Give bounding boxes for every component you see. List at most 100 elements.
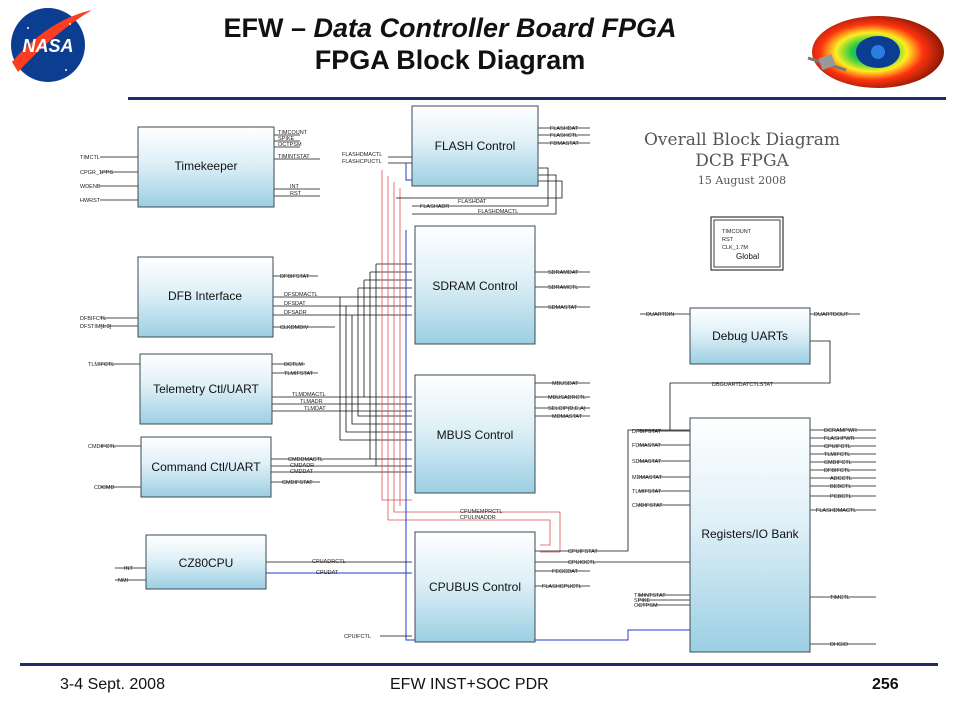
signal-label: MBUSADRCTL: [548, 395, 586, 401]
command-block: Command Ctl/UART: [140, 436, 272, 498]
signal-label: TIMCTL: [80, 155, 100, 161]
signal-label: TIMCOUNT: [278, 130, 308, 136]
signal-label: CPUMEMPRCTL: [460, 509, 502, 515]
overall-subtitle: DCB FPGA: [695, 151, 789, 171]
signal-label: DFBIFSTAT: [280, 274, 310, 280]
global-signal: TIMCOUNT: [722, 229, 752, 235]
debug-uarts-block: Debug UARTs: [689, 307, 811, 365]
signal-label: FLASHDMACTL: [342, 152, 382, 158]
global-signal: CLK_1.7M: [722, 245, 748, 251]
signal-label: DFSDMACTL: [284, 292, 318, 298]
signal-label: FLASHADR: [420, 204, 449, 210]
signal-label: CLKDMDIV: [280, 325, 309, 331]
signal-label: HWRST: [80, 198, 101, 204]
signal-label: FEGCDAT: [552, 569, 579, 575]
signal-label: TLMADR: [300, 399, 323, 405]
signal-label: DFSTIM[1:3]: [80, 324, 112, 330]
signal-labels: TIMCTL CPGR_1PPS WDENB HWRST TIMCOUNT SP…: [80, 126, 857, 648]
flash-control-block: FLASH Control: [411, 105, 539, 187]
signal-label: FLASHDMACTL: [478, 209, 518, 215]
footer-date: 3-4 Sept. 2008: [60, 676, 165, 693]
signal-label: SDMASTAT: [548, 305, 578, 311]
signal-label: BEBCTL: [830, 484, 851, 490]
signal-label: DUARTDOUT: [814, 312, 849, 318]
title-italic: Data Controller Board FPGA: [313, 13, 677, 43]
signal-label: MDMASTAT: [552, 414, 583, 420]
timekeeper-label: Timekeeper: [175, 159, 238, 173]
signal-label: TLMIFSTAT: [284, 371, 314, 377]
signal-label: CPUDAT: [316, 570, 339, 576]
signal-label: INT: [124, 566, 134, 572]
signal-label: PCBCTL: [830, 494, 852, 500]
signal-label: TLMIFSTAT: [632, 489, 662, 495]
nasa-logo: NASA: [11, 8, 92, 82]
signal-label: DCRAMPWR: [824, 428, 857, 434]
cpubus-control-block: CPUBUS Control: [414, 531, 536, 643]
header-rule: [128, 97, 946, 100]
signal-label: FDMASTAT: [550, 141, 579, 147]
wires: [100, 127, 876, 645]
signal-label: FDMASTAT: [632, 443, 661, 449]
signal-label: MBUSDAT: [552, 381, 579, 387]
mbus-control-block: MBUS Control: [414, 374, 536, 494]
signal-label: CPUADRCTL: [312, 559, 346, 565]
cpubus-control-label: CPUBUS Control: [429, 580, 521, 594]
radiation-belt-image: [807, 16, 944, 88]
signal-label: SDMASTAT: [632, 459, 662, 465]
telemetry-block: Telemetry Ctl/UART: [139, 353, 273, 425]
signal-label: CPUIFCTL: [824, 444, 851, 450]
signal-label: FLASHCTL: [550, 133, 578, 139]
signal-label: DFBIFCTL: [824, 468, 850, 474]
signal-label: SDRAMDAT: [548, 270, 579, 276]
flash-control-label: FLASH Control: [435, 139, 516, 153]
overall-date: 15 August 2008: [698, 174, 786, 187]
footer-page-number: 256: [872, 676, 899, 693]
signal-label: TIMINTSTAT: [278, 154, 310, 160]
signal-label: FLASHDAT: [458, 199, 487, 205]
registers-io-block: Registers/IO Bank: [689, 417, 811, 653]
nasa-logo-text: NASA: [22, 36, 73, 56]
signal-label: DFSDAT: [284, 301, 306, 307]
signal-label: DHGIO: [830, 642, 849, 648]
signal-label: FLASHDMACTL: [816, 508, 856, 514]
cz80cpu-block: CZ80CPU: [145, 534, 267, 590]
signal-label: CMDIFSTAT: [282, 480, 313, 486]
signal-label: MDMASTAT: [632, 475, 663, 481]
signal-label: CMDIFSTAT: [632, 503, 663, 509]
signal-label: DFBIFCTL: [80, 316, 106, 322]
signal-label: CMDIFCTL: [824, 460, 852, 466]
signal-label: CPUIOCTL: [568, 560, 596, 566]
signal-label: CMDIFCTL: [88, 444, 116, 450]
signal-label: WDENB: [80, 184, 101, 190]
slide-title: EFW – Data Controller Board FPGA: [140, 12, 760, 44]
global-box: TIMCOUNT RST CLK_1.7M Global: [710, 216, 784, 271]
signal-label: SELCIP(D,E,A): [548, 406, 586, 412]
signal-label: TLMIFCTL: [824, 452, 850, 458]
footer-center: EFW INST+SOC PDR: [390, 676, 549, 693]
signal-label: OCTPSM: [278, 142, 302, 148]
signal-label: FLASHCPUCTL: [542, 584, 582, 590]
signal-label: TIMCTL: [830, 595, 850, 601]
signal-label: DFBIFSTAT: [632, 429, 662, 435]
signal-label: TLMDAT: [304, 406, 326, 412]
signal-label: DFSADR: [284, 310, 307, 316]
debug-uarts-label: Debug UARTs: [712, 329, 788, 343]
signal-label: SDRAMCTL: [548, 285, 578, 291]
signal-label: FLASHCPUCTL: [342, 159, 382, 165]
mbus-control-label: MBUS Control: [437, 428, 514, 442]
global-label: Global: [736, 252, 759, 261]
dfb-interface-label: DFB Interface: [168, 289, 242, 303]
timekeeper-block: Timekeeper: [137, 126, 275, 208]
signal-label: CPUIFSTAT: [568, 549, 598, 555]
signal-label: DCTLM: [284, 362, 303, 368]
signal-label: SPIKE: [278, 136, 295, 142]
signal-label: CPUIFCTL: [344, 634, 371, 640]
signal-label: FLASHDAT: [550, 126, 579, 132]
registers-io-label: Registers/IO Bank: [701, 527, 799, 541]
signal-label: NMI: [118, 578, 129, 584]
signal-label: SPIKE: [634, 598, 651, 604]
signal-label: CMDADR: [290, 463, 314, 469]
signal-label: TLMIFCTL: [88, 362, 114, 368]
signal-label: INT: [290, 184, 300, 190]
